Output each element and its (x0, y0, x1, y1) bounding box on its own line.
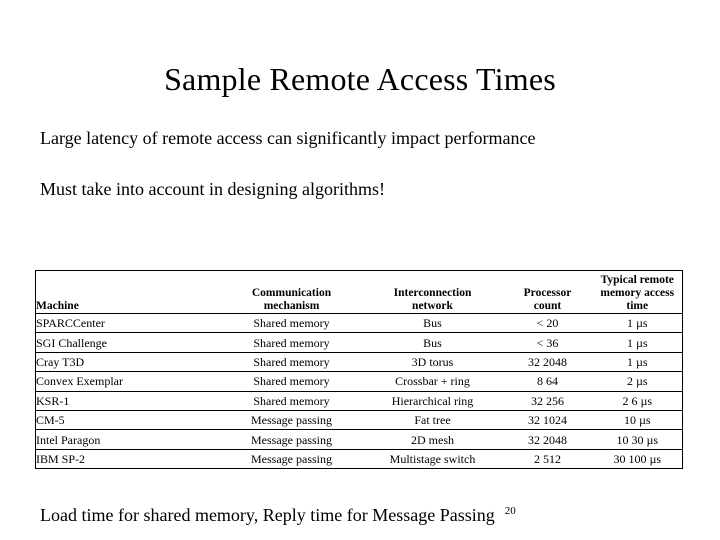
cell-network: Bus (423, 316, 442, 331)
cell-communication: Message passing (220, 409, 363, 430)
column-header-remote-time-line2: memory access time (600, 287, 675, 312)
table-header: Machine Communication mechanism Intercon… (35, 271, 683, 314)
cell-network: Crossbar + ring (362, 371, 503, 392)
page-title: Sample Remote Access Times (164, 61, 556, 98)
cell-processor-count: 2 512 (502, 448, 593, 469)
cell-communication: Shared memory (220, 332, 363, 353)
column-header-interconnection-line2: network (412, 300, 453, 312)
column-header-remote-time-line1: Typical remote (600, 274, 674, 286)
cell-machine: IBM SP-2 (35, 448, 221, 469)
cell-remote-time: 2 6 µs (592, 390, 683, 411)
cell-machine: KSR-1 (35, 390, 221, 411)
cell-processor-count: 32 2048 (502, 351, 593, 372)
cell-machine: SPARCCenter (36, 316, 105, 331)
column-header-machine: Machine (36, 300, 79, 312)
cell-processor-count: < 20 (536, 316, 559, 331)
cell-remote-time: 2 µs (592, 371, 683, 392)
cell-machine: CM-5 (35, 409, 221, 430)
column-header-processor-line2: count (533, 300, 562, 312)
cell-remote-time: 1 µs (592, 332, 683, 353)
cell-remote-time: 30 100 µs (592, 448, 683, 469)
cell-machine: Convex Exemplar (35, 371, 221, 392)
footer-caption-row: Load time for shared memory, Reply time … (40, 503, 700, 527)
cell-processor-count: 32 256 (502, 390, 593, 411)
column-header-interconnection: Interconnection network (363, 271, 503, 314)
cell-communication: Shared memory (220, 390, 363, 411)
cell-network: 3D torus (362, 351, 503, 372)
cell-processor-count: 8 64 (502, 371, 593, 392)
cell-processor-count: < 36 (502, 332, 593, 353)
column-header-remote-time: Typical remote memory access time (593, 271, 683, 314)
remote-access-table-container: Machine Communication mechanism Intercon… (35, 270, 683, 470)
cell-machine: SGI Challenge (35, 332, 221, 353)
body-text-block: Large latency of remote access can signi… (40, 126, 600, 202)
cell-processor-count: 32 2048 (502, 429, 593, 450)
remote-access-times-table: Machine Communication mechanism Intercon… (35, 270, 683, 470)
cell-machine: Intel Paragon (35, 429, 221, 450)
cell-remote-time: 10 µs (592, 409, 683, 430)
cell-communication: Shared memory (253, 316, 330, 331)
cell-remote-time: 10 30 µs (592, 429, 683, 450)
cell-communication: Shared memory (220, 351, 363, 372)
cell-remote-time: 1 µs (626, 316, 648, 331)
column-header-interconnection-line1: Interconnection (393, 287, 472, 299)
cell-network: 2D mesh (362, 429, 503, 450)
column-header-processor-count: Processor count (503, 271, 593, 314)
cell-network: Multistage switch (362, 448, 503, 469)
cell-network: Fat tree (362, 409, 503, 430)
cell-remote-time: 1 µs (592, 351, 683, 372)
cell-network: Hierarchical ring (362, 390, 503, 411)
cell-network: Bus (362, 332, 503, 353)
table-header-row: Machine Communication mechanism Intercon… (35, 271, 683, 314)
body-paragraph-1: Large latency of remote access can signi… (40, 128, 536, 148)
page-number: 20 (504, 505, 516, 517)
cell-communication: Message passing (220, 448, 363, 469)
body-paragraph-2: Must take into account in designing algo… (40, 179, 385, 199)
footer-caption: Load time for shared memory, Reply time … (40, 505, 495, 525)
cell-communication: Message passing (220, 429, 363, 450)
cell-processor-count: 32 1024 (502, 409, 593, 430)
cell-communication: Shared memory (220, 371, 363, 392)
column-header-processor-line1: Processor (523, 287, 572, 299)
table-row: SPARCCenter Shared memory Bus < 20 1 µs (36, 314, 683, 333)
column-header-communication: Communication mechanism (221, 271, 363, 314)
cell-machine: Cray T3D (35, 351, 221, 372)
column-header-communication-line2: mechanism (263, 300, 320, 312)
column-header-communication-line1: Communication (251, 287, 332, 299)
